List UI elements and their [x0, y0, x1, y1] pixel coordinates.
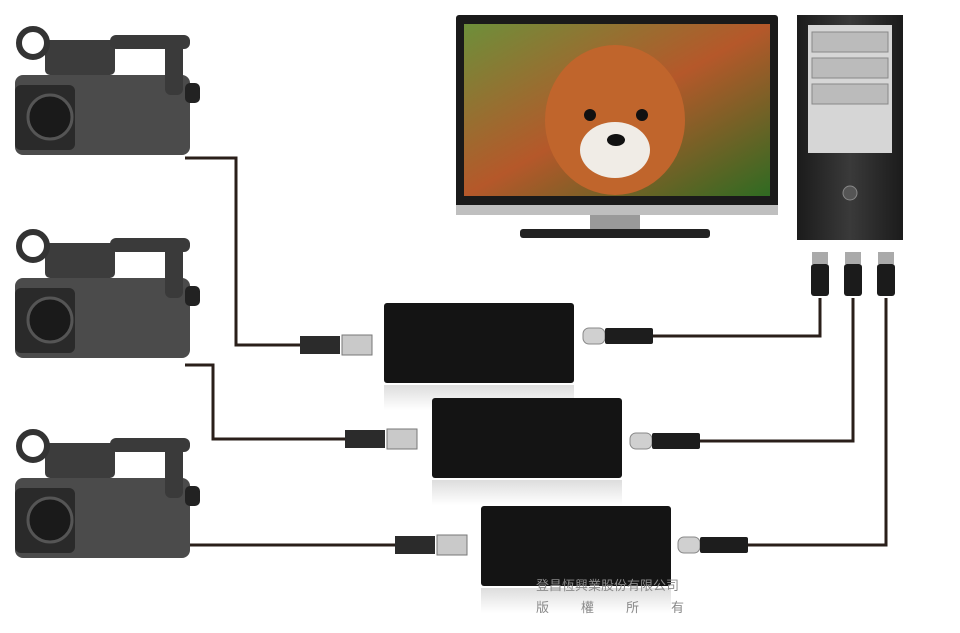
- converter-2: [432, 398, 622, 505]
- watermark-char: 有: [670, 601, 684, 616]
- usb-cable-1: [650, 298, 822, 338]
- monitor: [456, 15, 778, 238]
- cable-camera-2: [185, 363, 345, 441]
- cable-camera-1: [185, 156, 300, 347]
- usb-plug-side-3: [677, 536, 749, 554]
- converter-1: [384, 303, 574, 410]
- watermark-char: 所: [625, 601, 639, 616]
- usb-cable-3: [745, 298, 888, 547]
- usb-plug-2: [844, 252, 862, 296]
- usb-plug-side-1: [582, 327, 654, 345]
- watermark-company: 登昌恆興業股份有限公司: [536, 579, 680, 594]
- bnc-connector-1: [299, 334, 373, 356]
- usb-plug-1: [811, 252, 829, 296]
- camera-2: [15, 232, 200, 358]
- cables: [185, 156, 888, 547]
- bnc-connector-3: [394, 534, 468, 556]
- usb-plug-3: [877, 252, 895, 296]
- camera-1: [15, 29, 200, 155]
- camera-3: [15, 432, 200, 558]
- bnc-connector-2: [344, 428, 418, 450]
- watermark-char: 權: [580, 601, 594, 616]
- watermark-rights: 版 權 所 有: [536, 597, 684, 616]
- watermark-char: 版: [536, 601, 550, 616]
- usb-cable-2: [698, 298, 855, 443]
- usb-plug-side-2: [629, 432, 701, 450]
- pc-tower: [797, 15, 903, 240]
